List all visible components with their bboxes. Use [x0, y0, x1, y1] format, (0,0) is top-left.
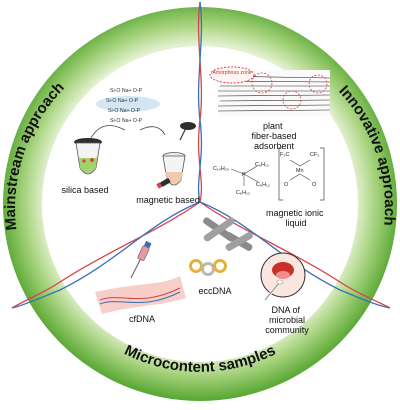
cfdna-label: cfDNA	[129, 314, 155, 324]
label-line: community	[265, 325, 309, 335]
magnetic-label: magnetic based	[136, 195, 200, 205]
bead-line-4: Si-O Na+ O-P	[110, 118, 143, 124]
chem-formula-8: F₃C	[280, 152, 289, 158]
cfdna-icon	[95, 240, 186, 314]
mouth-swab-icon	[260, 252, 306, 301]
chem-formula-2: C₆H₁₃	[255, 162, 269, 168]
label-line: microbial	[269, 315, 305, 325]
chem-formula-5: P	[242, 172, 246, 178]
bead-line-2: Si-O Na+ O-P	[106, 98, 139, 104]
ionic-liquid-label: magnetic ionic liquid	[266, 208, 326, 228]
chem-formula-9: O	[284, 182, 288, 188]
plant-fiber-panel: Amorphous zone	[209, 66, 331, 116]
label-line: liquid	[285, 218, 306, 228]
chem-formula-3: C₆H₁₃	[236, 190, 250, 196]
chem-formula-1: C₁₄H₂₉	[213, 166, 229, 172]
eccdna-icon	[189, 217, 253, 276]
silica-bead-panel: Si-O Na+ O-P Si-O Na+ O-P Si-O Na+ O-P S…	[89, 88, 166, 141]
chem-formula-6: Mn	[296, 168, 304, 174]
bead-line-3: Si-O Na+ O-P	[108, 108, 141, 114]
label-line: adsorbent	[254, 141, 295, 151]
chem-formula-10: O	[312, 182, 316, 188]
silica-tube-icon	[74, 138, 102, 175]
label-line: fiber-based	[251, 131, 296, 141]
chem-formula-4: C₆H₁₃	[256, 182, 270, 188]
magnetic-tube-icon	[156, 122, 196, 189]
eccdna-label: eccDNA	[198, 286, 231, 296]
chem-formula-7: CF₃	[310, 152, 319, 158]
ionic-liquid-structure: C₁₄H₂₉ C₆H₁₃ C₆H₁₃ C₆H₁₃ P Mn CF₃ F₃C O …	[213, 147, 325, 201]
silica-label: silica based	[61, 185, 108, 195]
bead-line-1: Si-O Na+ O-P	[110, 88, 143, 94]
amorphous-label: Amorphous zone	[212, 70, 251, 76]
